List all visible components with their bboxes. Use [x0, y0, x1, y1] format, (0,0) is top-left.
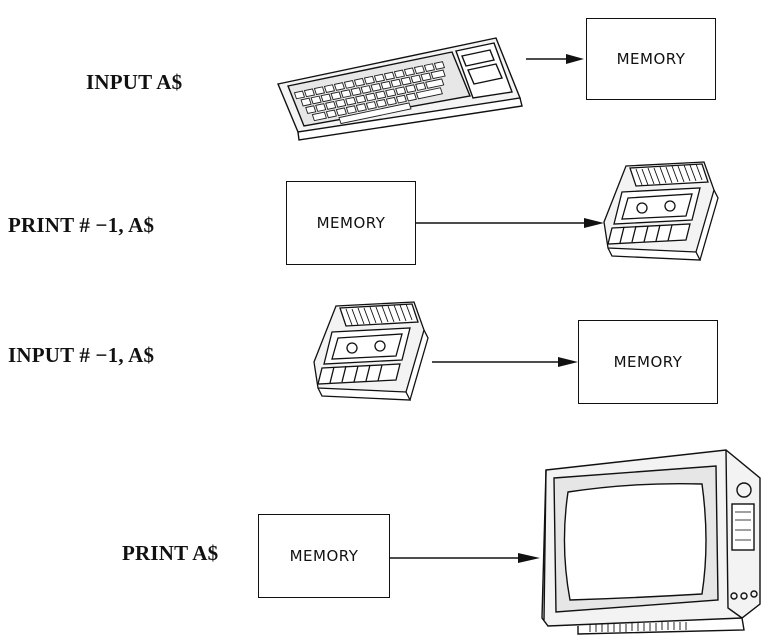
command-input-cassette: INPUT # −1, A$ [8, 343, 155, 367]
cassette-recorder-icon [603, 161, 719, 261]
command-input: INPUT A$ [86, 70, 183, 94]
command-print-screen: PRINT A$ [122, 541, 219, 565]
arrow-cassette-to-memory [432, 357, 578, 367]
command-print-cassette: PRINT # −1, A$ [8, 213, 155, 237]
arrow-memory-to-tv [390, 553, 540, 563]
memory-box: MEMORY [258, 514, 390, 598]
memory-box: MEMORY [286, 181, 416, 265]
keyboard-icon [277, 37, 523, 141]
memory-box: MEMORY [586, 18, 716, 100]
cassette-recorder-icon [313, 301, 429, 401]
television-monitor-icon [541, 449, 761, 635]
memory-box: MEMORY [578, 320, 718, 404]
arrow-memory-to-cassette [416, 218, 604, 228]
arrow-keyboard-to-memory [526, 54, 584, 64]
